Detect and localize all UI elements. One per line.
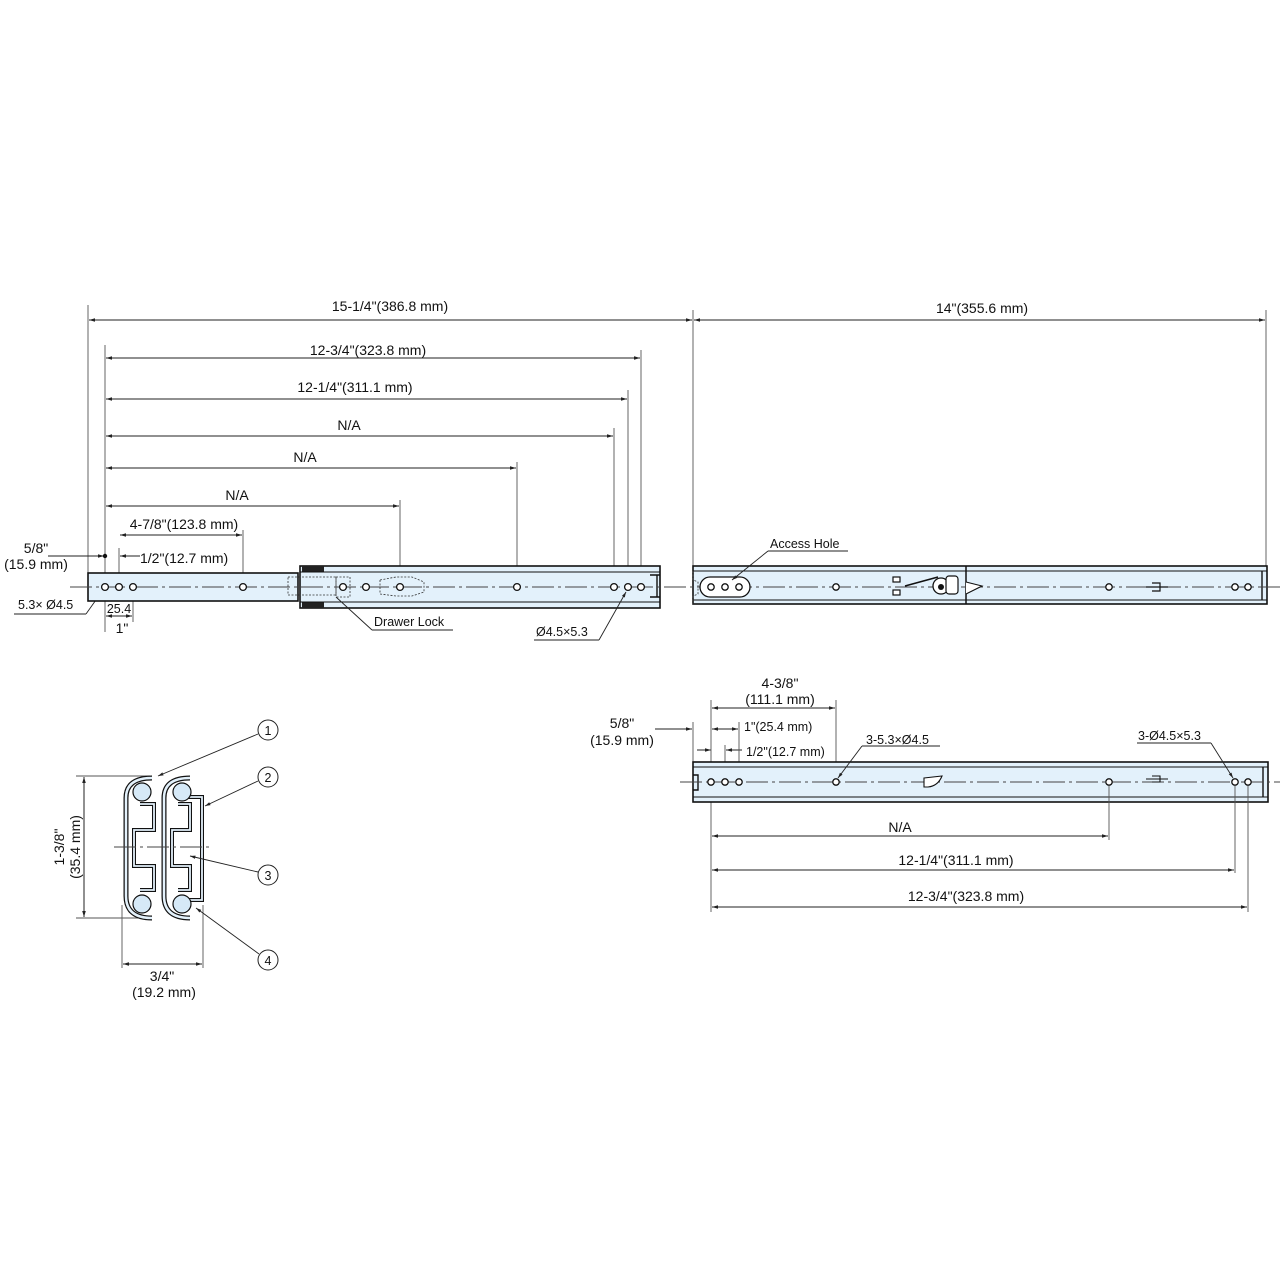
section-width-inch: 3/4" [150,968,174,984]
member-view: 4-3/8" (111.1 mm) 5/8" (15.9 mm) 1"(25.4… [590,675,1280,912]
balloon-1 [257,719,279,741]
member-dim-12-7: 1/2"(12.7 mm) [746,745,825,759]
section-height-inch: 1-3/8" [51,829,67,866]
dim-na-2: N/A [293,449,317,465]
section-height-mm: (35.4 mm) [67,815,83,879]
member-offset-inch: 5/8" [610,715,634,731]
section-width-mm: (19.2 mm) [132,984,196,1000]
dim-travel: 14"(355.6 mm) [936,300,1028,316]
cross-section: 1-3/8" (35.4 mm) 3/4" (19.2 mm) 1 2 [51,719,279,1000]
member-offset-mm: (15.9 mm) [590,732,654,748]
balloon-3 [257,864,279,886]
drawer-lock-label: Drawer Lock [374,615,445,629]
svg-text:2: 2 [265,771,272,785]
left-offset-inch: 5/8" [24,540,48,556]
pitch-inch: 1" [116,620,129,636]
hole-spec-left: 5.3× Ø4.5 [18,598,73,612]
member-dim-111-inch: 4-3/8" [762,675,799,691]
member-dim-111-mm: (111.1 mm) [745,691,815,707]
hole-spec-callout: Ø4.5×5.3 [536,625,588,639]
svg-text:1: 1 [265,724,272,738]
dim-311: 12-1/4"(311.1 mm) [297,379,412,395]
balloon-2 [257,766,279,788]
svg-text:3: 3 [265,869,272,883]
disconnect-latch [892,575,984,596]
dim-323: 12-3/4"(323.8 mm) [310,342,426,358]
dim-123: 4-7/8"(123.8 mm) [130,516,238,532]
pitch-mm: 25.4 [107,602,131,616]
dim-12-7: 1/2"(12.7 mm) [140,550,228,566]
dim-total-closed: 15-1/4"(386.8 mm) [332,298,448,314]
dim-na-3: N/A [225,487,249,503]
access-hole-label: Access Hole [770,537,840,551]
balloon-4 [257,949,279,971]
dim-na-1: N/A [337,417,361,433]
member-hole-spec-b: 3-Ø4.5×5.3 [1138,729,1201,743]
member-dim-25-4: 1"(25.4 mm) [744,720,812,734]
member-hole-spec-a: 3-5.3×Ø4.5 [866,733,929,747]
member-dim-na: N/A [888,819,912,835]
side-view: 15-1/4"(386.8 mm) 14"(355.6 mm) 12-3/4"(… [4,298,1280,641]
svg-text:4: 4 [265,954,272,968]
member-dim-311: 12-1/4"(311.1 mm) [898,852,1013,868]
member-dim-323: 12-3/4"(323.8 mm) [908,888,1024,904]
left-offset-mm: (15.9 mm) [4,556,68,572]
